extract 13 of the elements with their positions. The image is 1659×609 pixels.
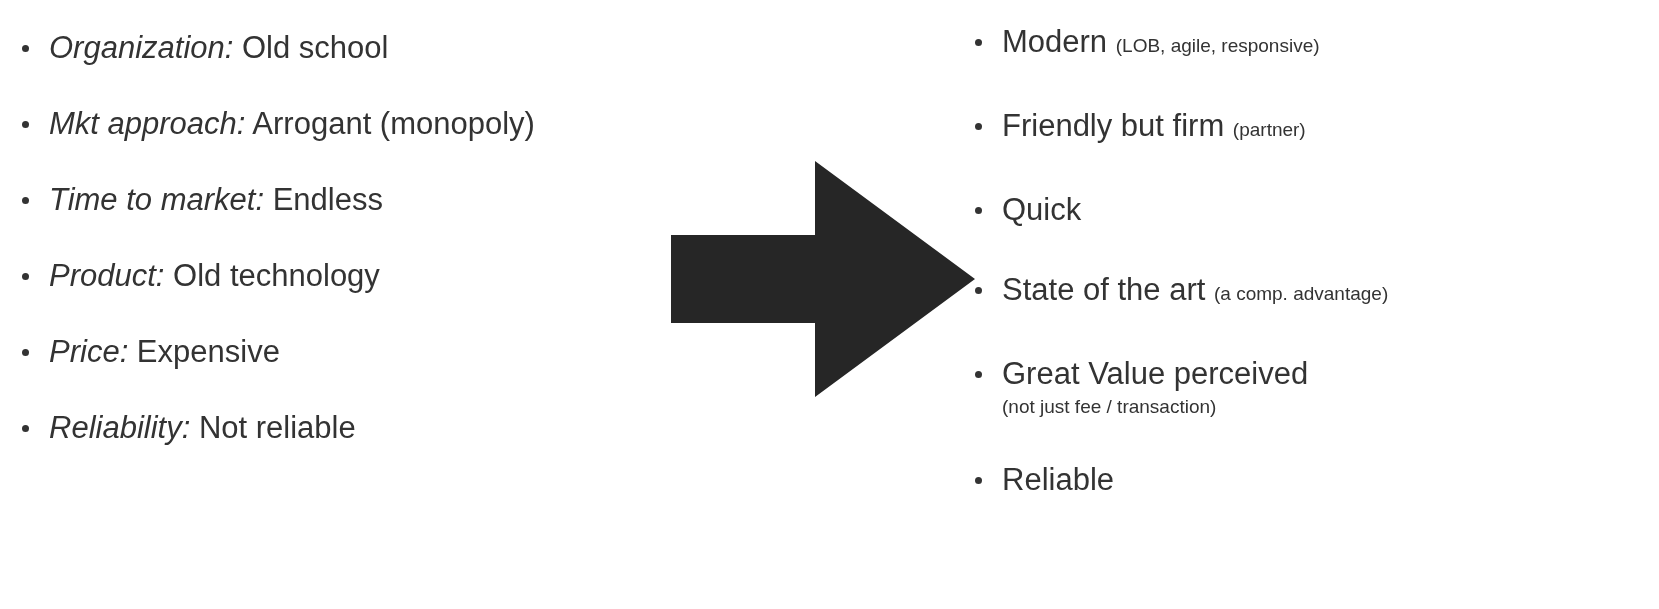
list-item: Price: Expensive	[49, 333, 280, 371]
list-item: Organization: Old school	[49, 29, 389, 67]
list-item: Reliable	[1002, 461, 1114, 499]
list-item: Modern (LOB, agile, responsive)	[1002, 23, 1320, 61]
list-item: Quick	[1002, 191, 1082, 229]
list-item: Friendly but firm (partner)	[1002, 107, 1306, 145]
list-item: Product: Old technology	[49, 257, 380, 295]
list-item: Great Value perceived (not just fee / transaction)	[1002, 355, 1309, 419]
list-item: Time to market: Endless	[49, 181, 383, 219]
list-item: Mkt approach: Arrogant (monopoly)	[49, 105, 535, 143]
list-item: State of the art (a comp. advantage)	[1002, 271, 1389, 309]
block-arrow	[671, 161, 975, 397]
list-item: Reliability: Not reliable	[49, 409, 356, 447]
